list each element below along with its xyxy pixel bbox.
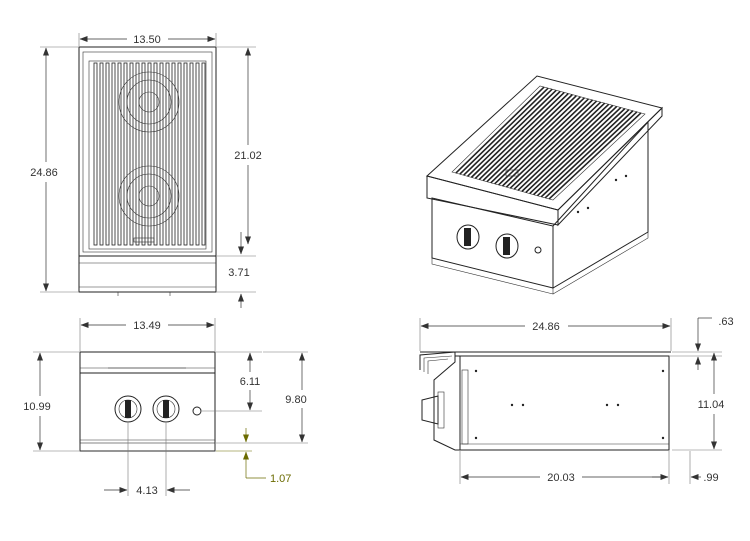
grate-bar [183,62,188,246]
side-rear-label: .99 [703,472,718,484]
iso-grate-bar [482,94,573,182]
top-front-label: 3.71 [228,267,249,279]
front-view-outline [79,351,216,452]
iso-grate-bar [525,105,618,194]
iso-grate-bar [494,97,585,185]
top-view-grate-frame [82,51,213,253]
grate-bar [129,62,134,246]
side-depth-label: 24.86 [532,321,560,333]
grate-bar [93,62,98,246]
iso-grate-bar [505,100,598,188]
iso-grate-bar [529,106,622,195]
iso-grate-bar [498,98,590,186]
grate-bar [147,62,152,246]
iso-grate-bar [536,109,630,197]
grate-bar [171,62,176,246]
iso-knob-right[interactable] [495,233,519,259]
top-view: 13.50 24.86 21.02 3.71 [30,33,262,308]
top-grate-depth-label: 21.02 [234,150,262,162]
iso-grate-bar [540,110,634,198]
iso-grate-bar [470,90,561,178]
iso-grate-bar [490,96,581,184]
side-lip-label: .63 [718,316,733,328]
burner-upper [118,71,180,133]
side-view-body [459,355,670,451]
iso-grate-bar [509,101,602,189]
top-view-outline [78,46,217,293]
grate-bar [135,62,140,246]
iso-grate-bar [478,92,569,181]
grate-bar [195,62,200,246]
front-view: 13.49 10.99 6.11 9.80 1.07 4.13 [23,318,308,497]
front-base-label: 1.07 [270,473,291,485]
side-body-label: 20.03 [547,472,575,484]
front-knob-offset-label: 6.11 [240,376,261,388]
side-height-label: 11.04 [698,399,725,411]
top-view-grate-inner [88,60,207,250]
grate-bar [111,62,116,246]
grate-bar [201,62,206,246]
iso-grate-bar [474,91,565,180]
iso-grate-bar [501,99,594,187]
burner-lower [118,165,180,227]
iso-grate-bar [455,86,545,174]
iso-grate-bar [521,104,614,192]
iso-view [425,75,663,295]
iso-igniter [534,246,542,254]
side-view-knob [421,395,439,425]
iso-front-panel [431,197,554,289]
grate-bar [153,62,158,246]
grate-handle [133,237,155,243]
iso-grate-bar [463,88,553,176]
grate-bar [105,62,110,246]
grate-bar [123,62,128,246]
grate-bar [141,62,146,246]
iso-grate-bars [455,86,642,200]
iso-grate-bar [533,108,626,196]
iso-grate-bar [517,103,610,191]
iso-grate-bar [459,87,549,175]
control-knob-right[interactable] [152,395,180,423]
iso-grate-bar [548,112,642,200]
grate-bar [189,62,194,246]
top-depth-label: 24.86 [30,167,58,179]
grate-bar [177,62,182,246]
grate-bar [99,62,104,246]
grate-bar [117,62,122,246]
iso-grate-bar [544,111,638,199]
iso-knob-left[interactable] [456,224,480,250]
iso-grate-bar [466,89,557,177]
top-width-label: 13.50 [133,34,161,46]
iso-grate-bar [513,102,606,190]
front-width-label: 13.49 [133,320,161,332]
igniter-button[interactable] [192,406,202,416]
grate-bar [159,62,164,246]
iso-grate-bar [486,95,577,183]
front-knob-spacing-label: 4.13 [136,485,157,497]
front-height-label: 10.99 [23,401,51,413]
grate-bar [165,62,170,246]
side-view-hood [419,351,460,451]
side-view: 24.86 .63 11.04 20.03 .99 [419,316,734,484]
control-knob-left[interactable] [114,395,142,423]
front-knob-height-label: 9.80 [285,394,306,406]
grate-bars [93,62,206,246]
